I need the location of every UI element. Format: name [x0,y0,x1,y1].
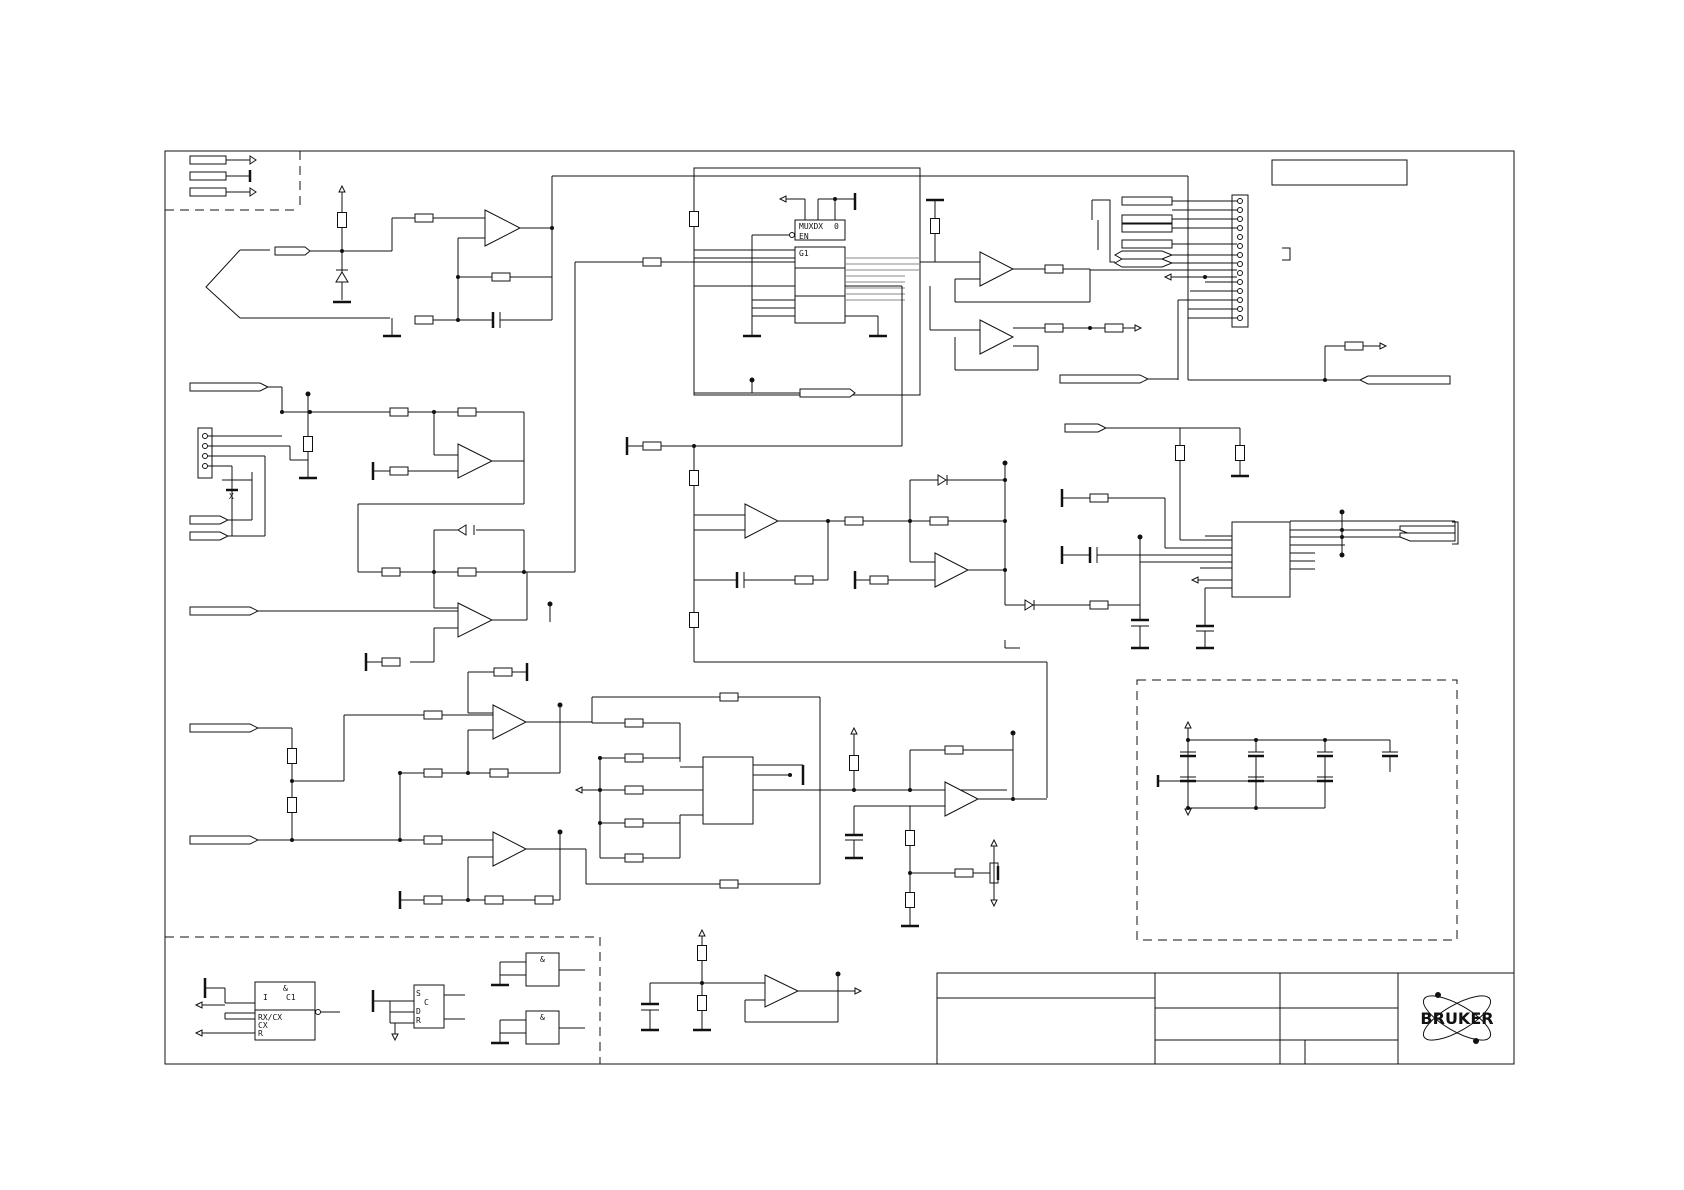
title-block [937,160,1514,1064]
decoupling-capacitor-bank [1158,722,1398,815]
ff-r: R [416,1016,421,1025]
gate-1-label: & [540,955,545,964]
mux-label-3: G1 [799,249,809,258]
mux-label-4: 0 [834,222,839,231]
junction-label: X [229,492,234,501]
bottom-logic-section: I C1 RX/CX CX R & S C D R & [196,953,585,1044]
legend-connectors [190,156,256,196]
ff-d: D [416,1007,421,1016]
multiplexer-section: MUXDX EN G1 0 [690,168,921,397]
monoflop-in: I [263,993,268,1002]
mux-label-1: MUXDX [799,222,823,231]
monoflop-out: C1 [286,993,296,1002]
monoflop-label-3: R [258,1029,263,1038]
thermocouple-input [206,176,1188,380]
differential-amplifier-section [190,663,1007,909]
center-amplifier-chain [627,286,1140,798]
monoflop-label-4: & [283,984,288,993]
ff-s: S [416,989,421,998]
mux-label-2: EN [799,232,809,241]
ff-c: C [424,998,429,1007]
converter-chip-section [1062,424,1458,648]
logo-text: BRUKER [1420,1009,1493,1028]
bruker-logo: BRUKER [1418,988,1497,1049]
output-amplifier-section [845,728,1047,926]
reference-buffer-section [641,930,861,1030]
gate-2-label: & [540,1013,545,1022]
output-buffer-section [920,195,1450,384]
